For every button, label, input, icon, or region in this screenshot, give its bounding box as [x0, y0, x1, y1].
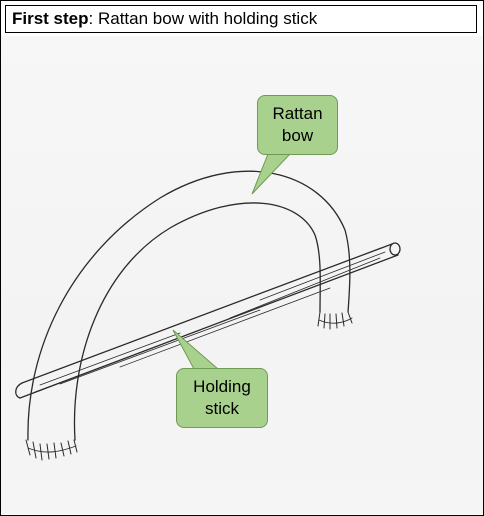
figure-title: First step: Rattan bow with holding stic… — [5, 5, 477, 33]
rattan-bow — [25, 170, 353, 461]
rattan-bow-label: Rattan bow — [257, 95, 338, 155]
bow-callout-tail — [251, 153, 292, 195]
callout-pointers — [172, 152, 292, 371]
title-step: First step — [12, 9, 89, 28]
holding-stick — [15, 242, 401, 399]
stick-callout-tail — [172, 329, 220, 370]
sketch-paper — [1, 36, 483, 514]
holding-stick-label: Holding stick — [176, 368, 268, 428]
title-description: : Rattan bow with holding stick — [88, 9, 318, 28]
